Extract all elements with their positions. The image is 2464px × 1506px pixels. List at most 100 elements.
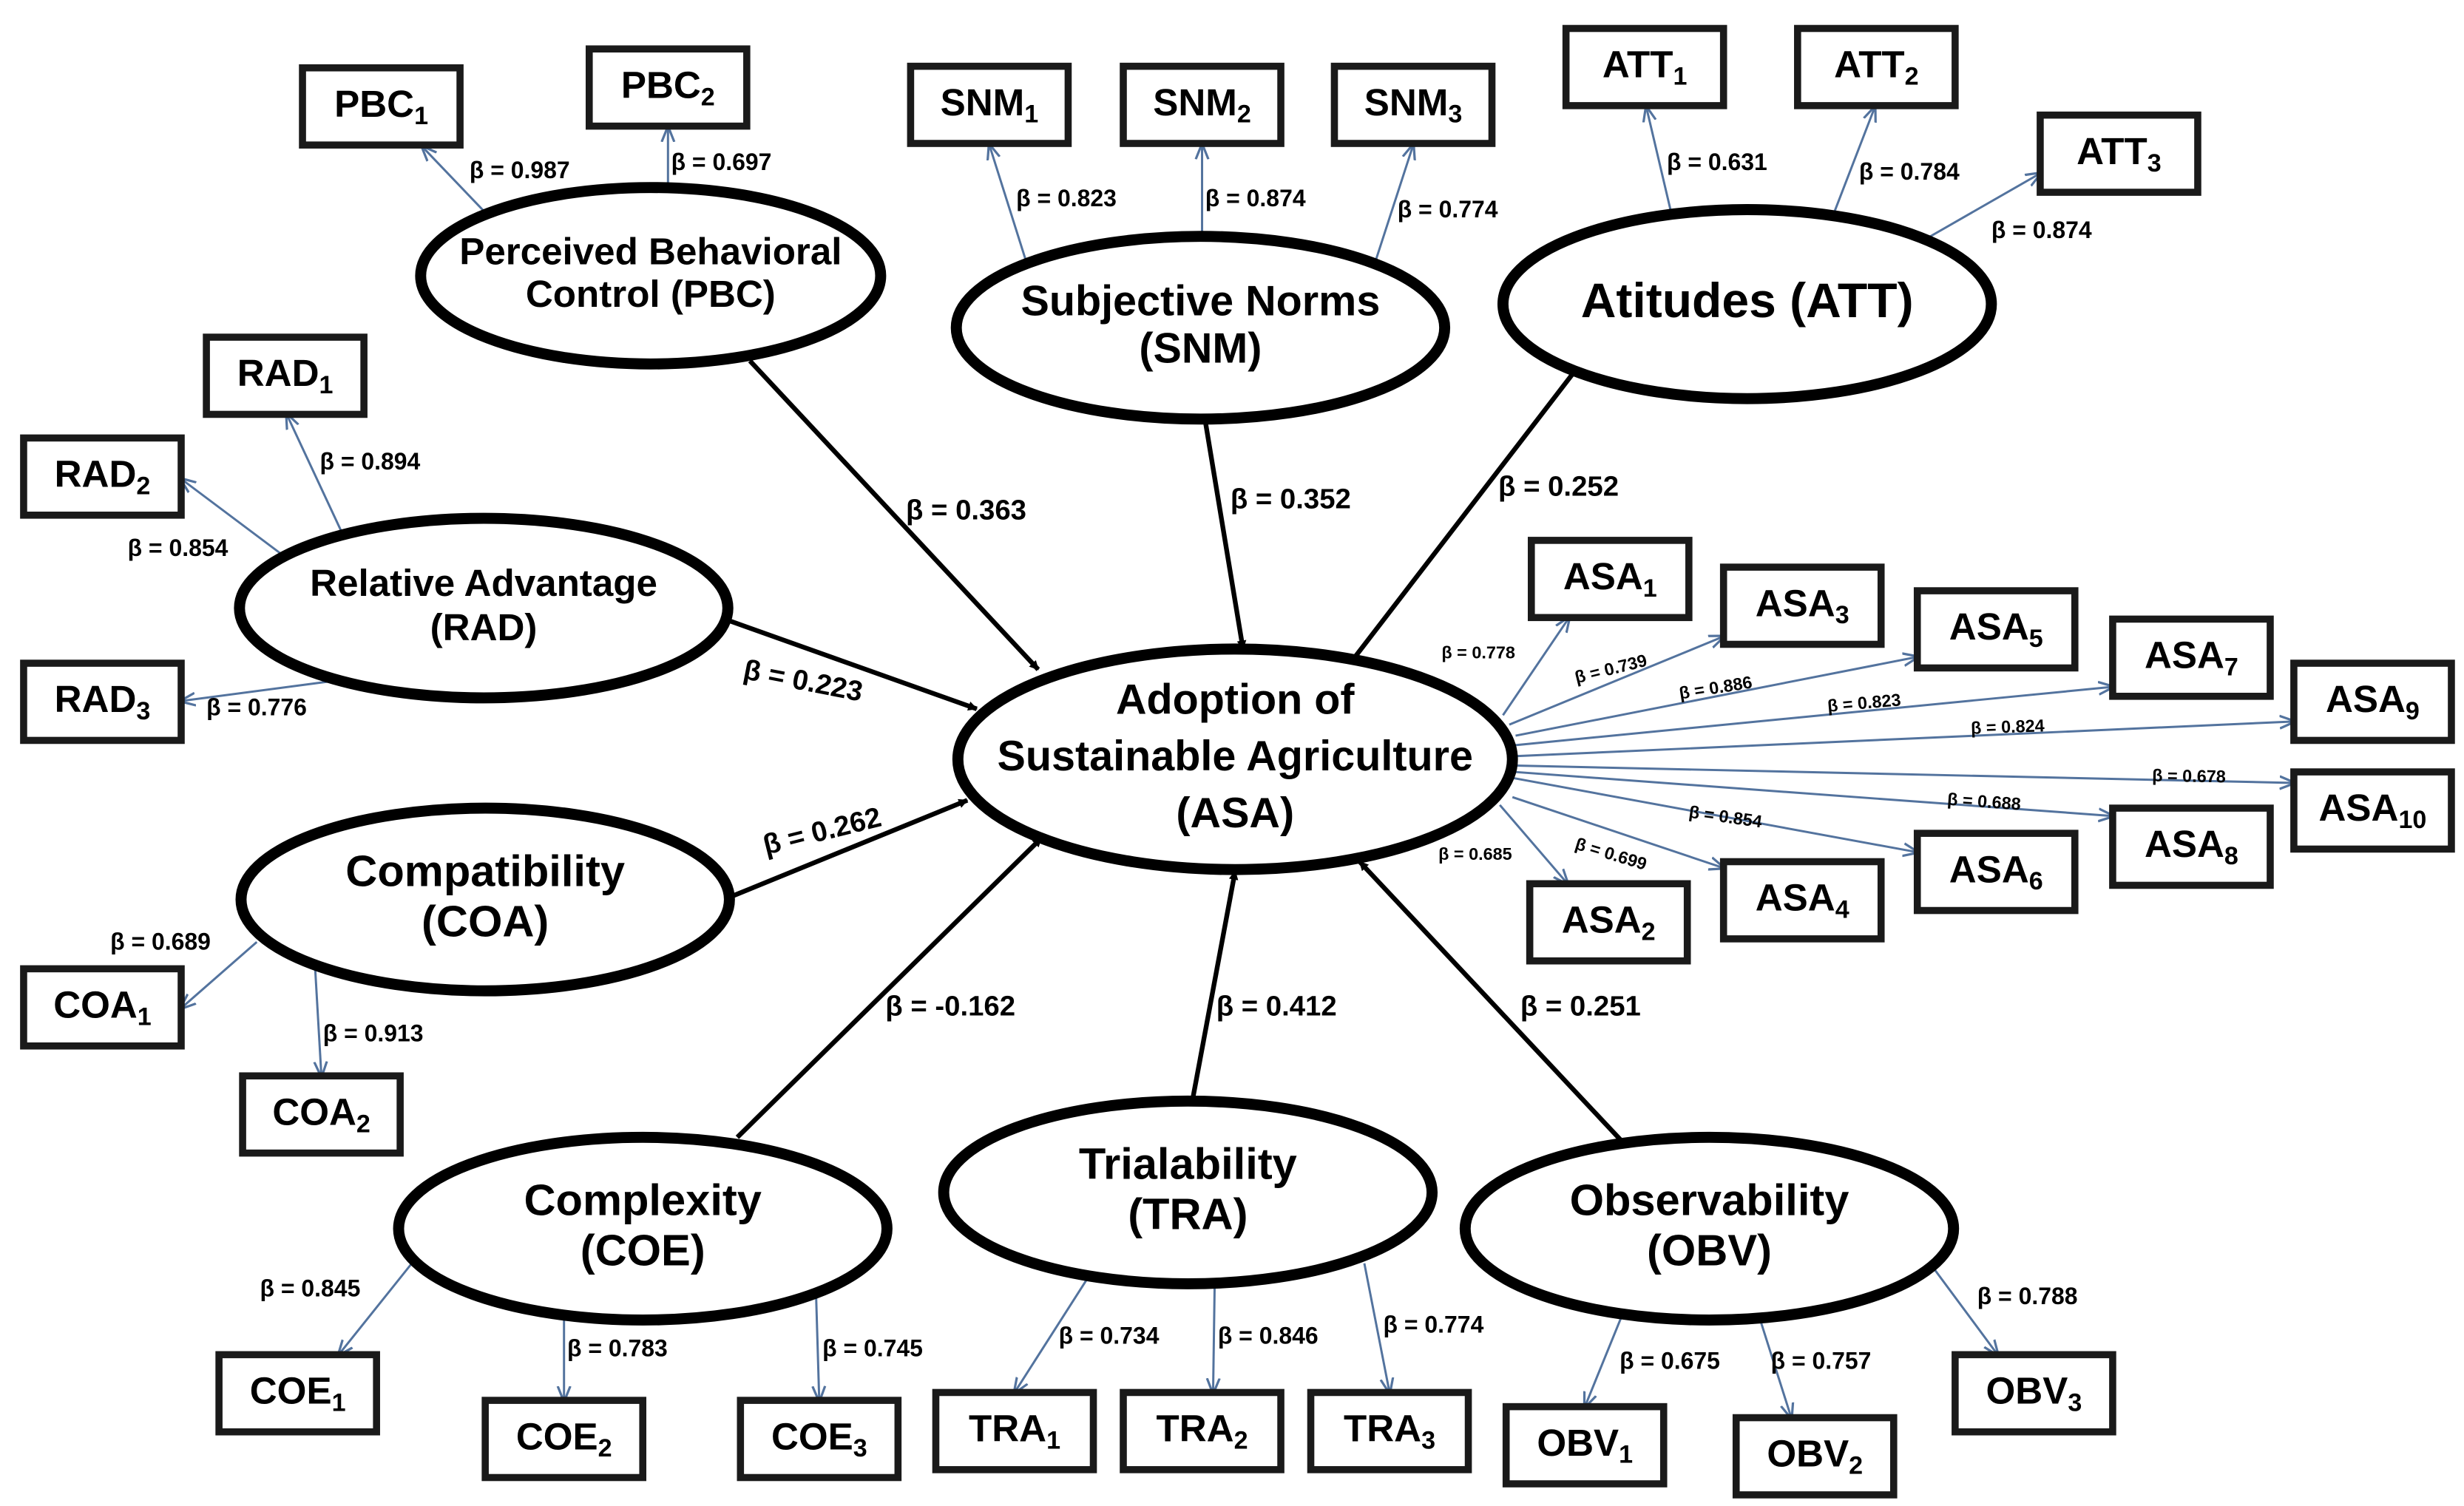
indicator-asa10-box <box>2290 768 2455 853</box>
indicator-coa1: COA1 <box>20 965 185 1050</box>
indicator-coe2-box <box>481 1397 647 1482</box>
indicator-snm3: SNM3 <box>1330 62 1496 147</box>
construct-asa-label: (ASA) <box>1176 790 1294 837</box>
path-coa-to-asa <box>727 798 969 900</box>
indicator-coe1-box <box>215 1351 380 1436</box>
indicator-asa4-label: ASA4 <box>1756 876 1849 923</box>
construct-coa-label: Compatibility <box>345 846 625 895</box>
path-tra-to-asa <box>1190 870 1239 1100</box>
indicator-rad3: RAD3 <box>20 659 185 744</box>
path-obv-to-asa <box>1358 860 1623 1142</box>
loading-path-obv3 <box>1933 1269 1997 1354</box>
indicator-coe1: COE1 <box>215 1351 380 1436</box>
loading-label-asa6: β = 0.854 <box>1688 802 1763 832</box>
construct-rad: Relative Advantage(RAD) <box>234 512 734 704</box>
indicator-pbc2-box <box>585 45 751 130</box>
loading-label-asa7: β = 0.823 <box>1827 690 1901 716</box>
indicator-asa4-box <box>1719 858 1885 943</box>
indicator-asa2-box <box>1526 880 1691 965</box>
construct-asa-ellipse <box>952 643 1518 875</box>
indicator-tra1-box <box>932 1388 1097 1473</box>
indicator-coe3-box <box>737 1397 902 1482</box>
indicator-snm1: SNM1 <box>907 62 1072 147</box>
loading-path-rad1 <box>287 414 343 533</box>
loading-path-asa7 <box>1515 687 2112 747</box>
loading-path-asa4 <box>1512 796 1723 868</box>
indicator-asa3-box <box>1719 563 1885 648</box>
path-pbc-to-asa <box>748 359 1040 671</box>
loading-label-pbc1: β = 0.987 <box>470 157 570 183</box>
loading-label-att2: β = 0.784 <box>1859 158 1960 185</box>
construct-coa-ellipse <box>235 802 735 997</box>
loading-path-asa9 <box>1515 722 2293 758</box>
loading-label-pbc2: β = 0.697 <box>671 149 772 175</box>
indicator-asa5-box <box>1913 587 2079 672</box>
indicator-asa9: ASA9 <box>2290 659 2455 744</box>
indicator-att1-box <box>1562 24 1727 109</box>
loading-path-asa10 <box>1515 764 2293 783</box>
construct-tra: Trialability(TRA) <box>938 1095 1438 1289</box>
loading-path-coa1 <box>181 941 258 1008</box>
loading-label-snm1: β = 0.823 <box>1016 185 1117 211</box>
construct-snm: Subjective Norms(SNM) <box>950 231 1451 425</box>
path-coefficient-snm: β = 0.352 <box>1231 484 1351 515</box>
loading-label-rad1: β = 0.894 <box>319 448 420 475</box>
indicator-coe1-label: COE1 <box>250 1369 346 1417</box>
path-att-to-asa <box>1348 368 1577 665</box>
indicator-att2-box <box>1794 24 1959 109</box>
construct-rad-ellipse <box>234 512 734 704</box>
loading-paths <box>181 107 2294 1418</box>
indicator-tra2: TRA2 <box>1120 1388 1285 1473</box>
indicator-rad1-box <box>203 333 368 418</box>
loading-path-rad2 <box>181 479 283 556</box>
indicator-asa6-label: ASA6 <box>1949 848 2043 895</box>
indicator-att3-box <box>2037 111 2201 196</box>
loading-path-asa8 <box>1514 770 2113 816</box>
loading-path-att1 <box>1646 107 1673 215</box>
indicator-tra1: TRA1 <box>932 1388 1097 1473</box>
loading-label-asa5: β = 0.886 <box>1678 672 1753 702</box>
indicator-asa2: ASA2 <box>1526 880 1691 965</box>
indicator-obv3-box <box>1952 1351 2116 1436</box>
loading-label-asa3: β = 0.739 <box>1573 651 1649 687</box>
loading-label-rad3: β = 0.776 <box>206 693 307 720</box>
indicator-asa8-box <box>2109 804 2274 889</box>
construct-pbc-ellipse <box>415 182 887 370</box>
construct-att: Atitudes (ATT) <box>1497 204 1997 404</box>
loading-label-coa1: β = 0.689 <box>110 929 211 955</box>
indicator-rad2-box <box>20 434 185 519</box>
indicator-obv3: OBV3 <box>1952 1351 2116 1436</box>
indicator-tra3-box <box>1307 1388 1472 1473</box>
loading-path-att3 <box>1921 174 2040 242</box>
path-rad-to-asa <box>723 617 978 711</box>
construct-tra-label: Trialability <box>1079 1139 1297 1189</box>
loading-label-asa9: β = 0.824 <box>1971 716 2045 737</box>
loading-path-coe3 <box>816 1295 819 1400</box>
loading-label-coe2: β = 0.783 <box>567 1334 668 1361</box>
indicator-tra3: TRA3 <box>1307 1388 1472 1473</box>
construct-pbc-label: Perceived Behavioral <box>459 231 842 273</box>
indicator-att2: ATT2 <box>1794 24 1959 109</box>
indicator-coa2-label: COA2 <box>272 1091 370 1138</box>
structural-paths <box>723 359 1623 1142</box>
indicator-asa1-label: ASA1 <box>1563 555 1657 603</box>
loading-path-att2 <box>1831 107 1875 218</box>
construct-tra-label: (TRA) <box>1128 1190 1248 1239</box>
indicator-asa5: ASA5 <box>1913 587 2079 672</box>
path-coefficient-att: β = 0.252 <box>1498 471 1619 503</box>
construct-asa-label: Adoption of <box>1116 676 1355 724</box>
construct-obv-ellipse <box>1459 1131 1960 1326</box>
path-snm-to-asa <box>1202 420 1247 651</box>
indicator-asa3-label: ASA3 <box>1756 582 1849 629</box>
construct-obv-label: (OBV) <box>1647 1226 1772 1275</box>
indicator-asa2-label: ASA2 <box>1562 898 1656 946</box>
construct-rad-label: Relative Advantage <box>310 562 657 604</box>
construct-pbc-label: Control (PBC) <box>526 273 776 315</box>
path-coefficient-pbc: β = 0.363 <box>906 495 1026 526</box>
loading-path-obv1 <box>1585 1313 1624 1407</box>
loading-path-obv2 <box>1759 1317 1792 1417</box>
indicator-asa3: ASA3 <box>1719 563 1885 648</box>
indicator-coe2-label: COE2 <box>516 1415 612 1462</box>
indicator-pbc1-label: PBC1 <box>334 82 428 129</box>
